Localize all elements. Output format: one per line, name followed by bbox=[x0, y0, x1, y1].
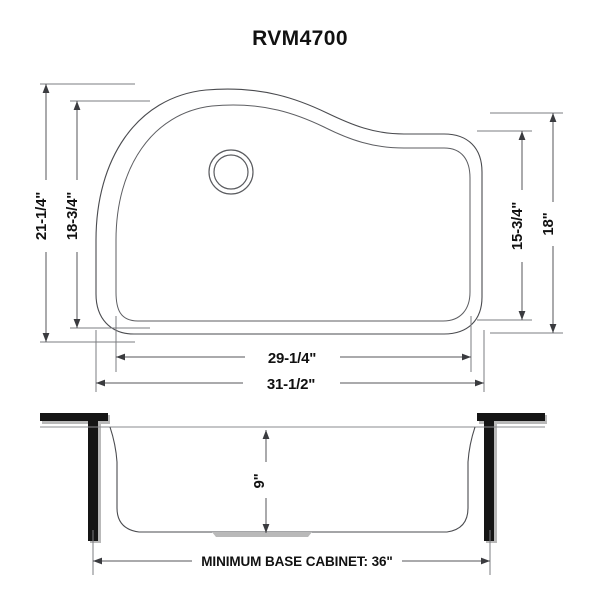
cabinet-wall-left-bar bbox=[88, 421, 98, 541]
base-cabinet-dimension: MINIMUM BASE CABINET: 36" bbox=[92, 530, 491, 575]
drain-outer-circle bbox=[208, 149, 254, 195]
arrow-29-1-4-right bbox=[462, 353, 471, 361]
arrow-15-3-4-bottom bbox=[518, 311, 526, 320]
page-title: RVM4700 bbox=[252, 27, 348, 50]
arrow-9-inch-bottom bbox=[262, 524, 270, 533]
arrow-29-1-4-left bbox=[116, 353, 125, 361]
left-dimension-group: 21-1/4" 18-3/4" bbox=[33, 83, 150, 343]
label-mask-29-1-4 bbox=[245, 346, 340, 368]
arrow-21-1-4-top bbox=[42, 84, 50, 93]
arrow-18-3-4-top bbox=[73, 101, 81, 110]
label-mask-21-1-4 bbox=[33, 180, 59, 252]
drain-opening bbox=[208, 149, 254, 195]
label-mask-9-inch bbox=[253, 462, 279, 498]
label-mask-base-cabinet bbox=[192, 550, 402, 572]
arrow-cabinet-left bbox=[93, 557, 102, 565]
right-dimension-group: 15-3/4" 18" bbox=[477, 112, 566, 334]
arrow-18-bottom bbox=[549, 324, 557, 333]
dim-label-left-inner: 18-3/4" bbox=[64, 192, 81, 240]
countertop-right-bar bbox=[477, 413, 545, 421]
bottom-dimension-group: 29-1/4" 31-1/2" bbox=[95, 316, 485, 394]
arrow-21-1-4-bottom bbox=[42, 333, 50, 342]
label-mask-15-3-4 bbox=[509, 190, 535, 262]
dim-label-bottom-inner: 29-1/4" bbox=[268, 350, 316, 367]
label-mask-18 bbox=[540, 202, 566, 246]
section-basin-profile bbox=[109, 426, 476, 533]
dim-label-right-outer: 18" bbox=[540, 212, 557, 235]
arrow-15-3-4-top bbox=[518, 131, 526, 140]
label-mask-18-3-4 bbox=[64, 180, 90, 252]
dim-label-left-outer: 21-1/4" bbox=[33, 192, 50, 240]
section-drain-pad bbox=[212, 532, 312, 537]
sink-inner-bowl-outline bbox=[115, 104, 471, 322]
arrow-31-1-2-left bbox=[96, 379, 105, 387]
dim-label-section-depth: 9" bbox=[251, 473, 268, 488]
arrow-cabinet-right bbox=[481, 557, 490, 565]
arrow-18-3-4-bottom bbox=[73, 319, 81, 328]
dim-label-bottom-outer: 31-1/2" bbox=[267, 376, 315, 393]
dim-label-right-inner: 15-3/4" bbox=[509, 202, 526, 250]
countertop-left-bar bbox=[40, 413, 108, 421]
section-depth-dimension: 9" bbox=[251, 430, 279, 533]
arrow-31-1-2-right bbox=[475, 379, 484, 387]
drain-inner-circle bbox=[213, 154, 249, 190]
arrow-18-top bbox=[549, 113, 557, 122]
arrow-9-inch-top bbox=[262, 430, 270, 439]
sink-top-view bbox=[95, 88, 483, 335]
cabinet-wall-right-bar bbox=[484, 421, 494, 541]
sink-cross-section-view: 9" MINIMUM BASE CABINET: 36" bbox=[40, 413, 547, 575]
dim-label-base-cabinet: MINIMUM BASE CABINET: 36" bbox=[201, 554, 392, 569]
label-mask-31-1-2 bbox=[243, 372, 340, 394]
sink-outer-rim-outline bbox=[95, 88, 483, 335]
